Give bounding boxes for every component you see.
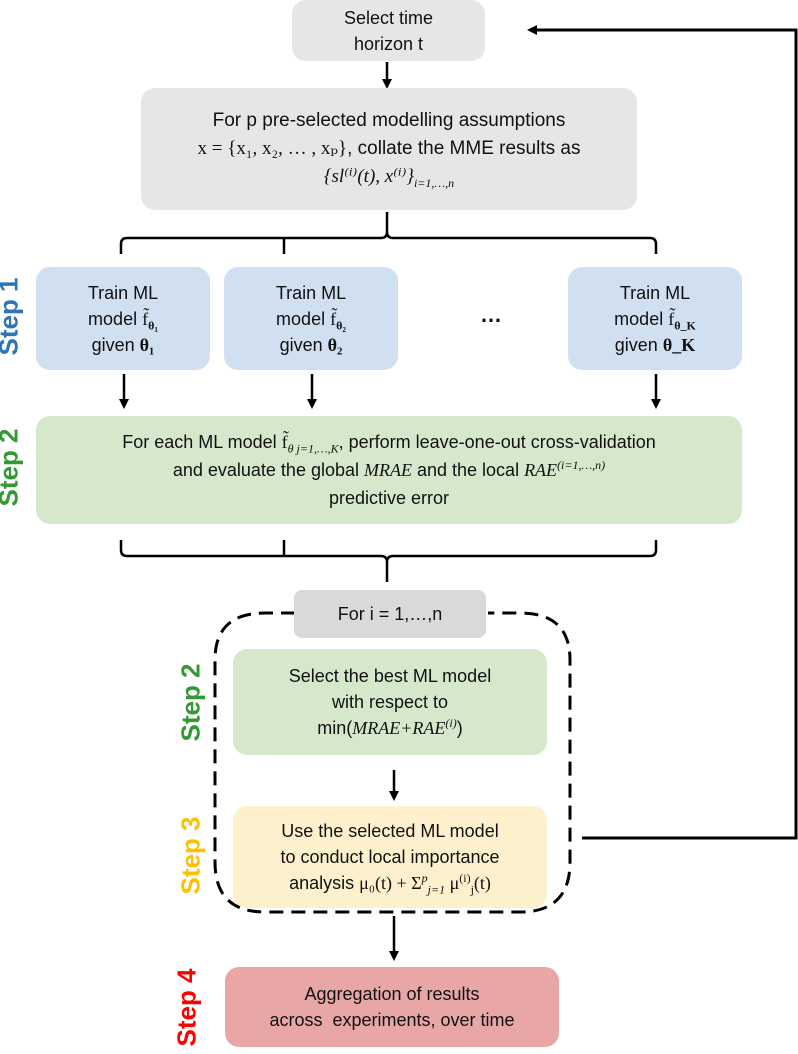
local-importance-box: Use the selected ML model to conduct loc…	[233, 806, 547, 908]
step3-label: Step 3	[175, 816, 206, 895]
collate-line1: For p pre-selected modelling assumptions	[212, 110, 566, 131]
train-model-1-box: Train ML model f̃θ₁ given θ₁	[36, 267, 210, 370]
start-line1: Select time	[343, 7, 434, 28]
feedback-arrow	[527, 25, 798, 840]
train-model-K-box: Train ML model f̃θ_K given θ_K	[568, 267, 742, 370]
assumptions-set: x = {x₁, x₂, … , xₚ}	[197, 138, 348, 159]
select-best-model-box: Select the best ML model with respect to…	[233, 649, 547, 755]
brace-merge	[119, 540, 658, 582]
brace-split	[119, 212, 658, 254]
collate-line2: x = {x₁, x₂, … , xₚ}, collate the MME re…	[197, 138, 581, 159]
select-time-horizon-box: Select time horizon t	[292, 0, 485, 61]
collate-line3: {sl⁽ⁱ⁾(t), x⁽ⁱ⁾}i=1,…,n	[323, 166, 455, 190]
aggregation-box: Aggregation of results across experiment…	[225, 967, 559, 1047]
step4-label: Step 4	[171, 968, 202, 1047]
cross-validation-box: For each ML model f̃θ j=1,…,K, perform l…	[36, 416, 742, 524]
start-line2: horizon t	[353, 33, 424, 54]
loop-boundary	[213, 611, 572, 914]
step2-cv-label: Step 2	[0, 428, 24, 507]
step1-label: Step 1	[0, 277, 24, 356]
train-model-2-box: Train ML model f̃θ₂ given θ₂	[224, 267, 398, 370]
loop-header-box: For i = 1,…,n	[294, 590, 486, 638]
step2-select-label: Step 2	[175, 663, 206, 742]
ellipsis: …	[480, 302, 502, 327]
collate-mme-results-box: For p pre-selected modelling assumptions…	[141, 88, 637, 210]
results-set: {sl⁽ⁱ⁾(t), x⁽ⁱ⁾}	[323, 166, 414, 187]
